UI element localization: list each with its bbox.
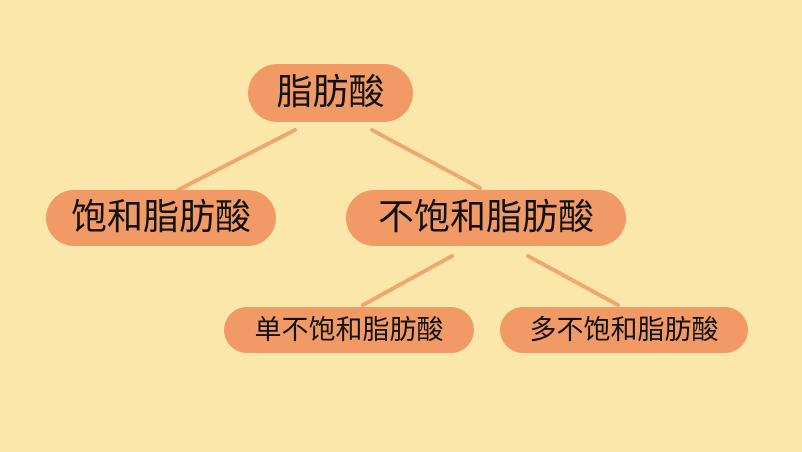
connector-unsaturated-to-mono [361,254,454,307]
node-saturated-fatty-acid-label: 饱和脂肪酸 [70,197,251,238]
node-fatty-acid-label: 脂肪酸 [276,72,385,113]
node-monounsaturated-fatty-acid: 单不饱和脂肪酸 [224,307,474,353]
node-saturated-fatty-acid: 饱和脂肪酸 [46,190,276,246]
connector-root-to-unsaturated [370,128,482,190]
node-polyunsaturated-fatty-acid: 多不饱和脂肪酸 [500,307,748,353]
node-unsaturated-fatty-acid: 不饱和脂肪酸 [346,190,626,246]
node-fatty-acid: 脂肪酸 [248,64,413,122]
node-polyunsaturated-fatty-acid-label: 多不饱和脂肪酸 [529,314,719,346]
node-monounsaturated-fatty-acid-label: 单不饱和脂肪酸 [254,314,444,346]
connector-unsaturated-to-poly [526,254,620,307]
node-unsaturated-fatty-acid-label: 不饱和脂肪酸 [377,197,594,238]
connector-root-to-saturated [176,128,297,192]
